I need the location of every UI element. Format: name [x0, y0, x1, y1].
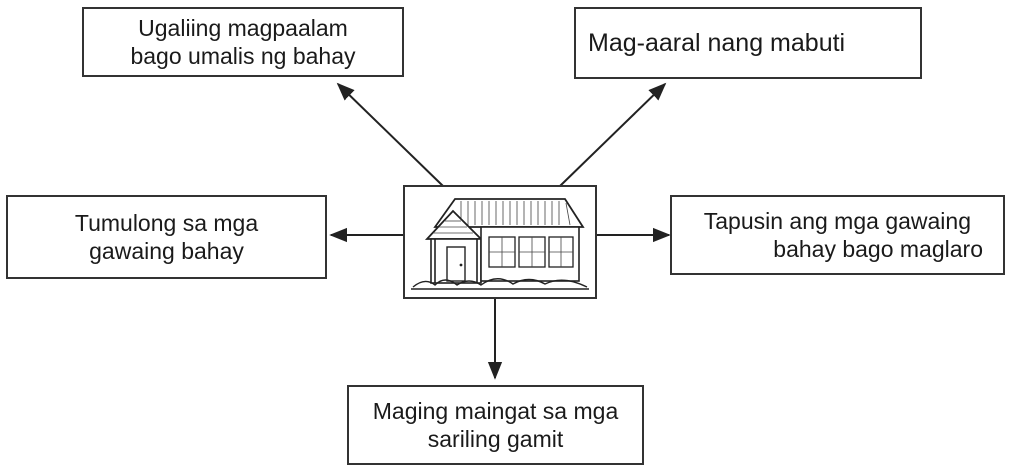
- node-right-line-1: Tapusin ang mga gawaing: [703, 208, 971, 234]
- node-top-right-line-1: Mag-aaral nang mabuti: [588, 29, 846, 57]
- node-top-left-line-1: Ugaliing magpaalam: [138, 15, 348, 41]
- house-image-frame: [403, 185, 597, 299]
- node-left-line-2: gawaing bahay: [89, 238, 244, 264]
- node-right-line-2: bahay bago maglaro: [773, 236, 983, 262]
- node-top-right: Mag-aaral nang mabuti: [574, 7, 922, 79]
- node-right: Tapusin ang mga gawaing bahay bago magla…: [670, 195, 1005, 275]
- node-left-line-1: Tumulong sa mga: [74, 210, 259, 236]
- node-bottom-line-2: sariling gamit: [427, 426, 564, 452]
- node-top-left-line-2: bago umalis ng bahay: [130, 43, 356, 69]
- node-top-left: Ugaliing magpaalam bago umalis ng bahay: [82, 7, 404, 77]
- node-bottom: Maging maingat sa mga sariling gamit: [347, 385, 644, 465]
- node-bottom-line-1: Maging maingat sa mga: [372, 398, 619, 424]
- arrow-to-top-right: [559, 82, 667, 187]
- node-left: Tumulong sa mga gawaing bahay: [6, 195, 327, 279]
- arrow-to-top-left: [336, 82, 444, 187]
- house-illustration: [411, 198, 589, 290]
